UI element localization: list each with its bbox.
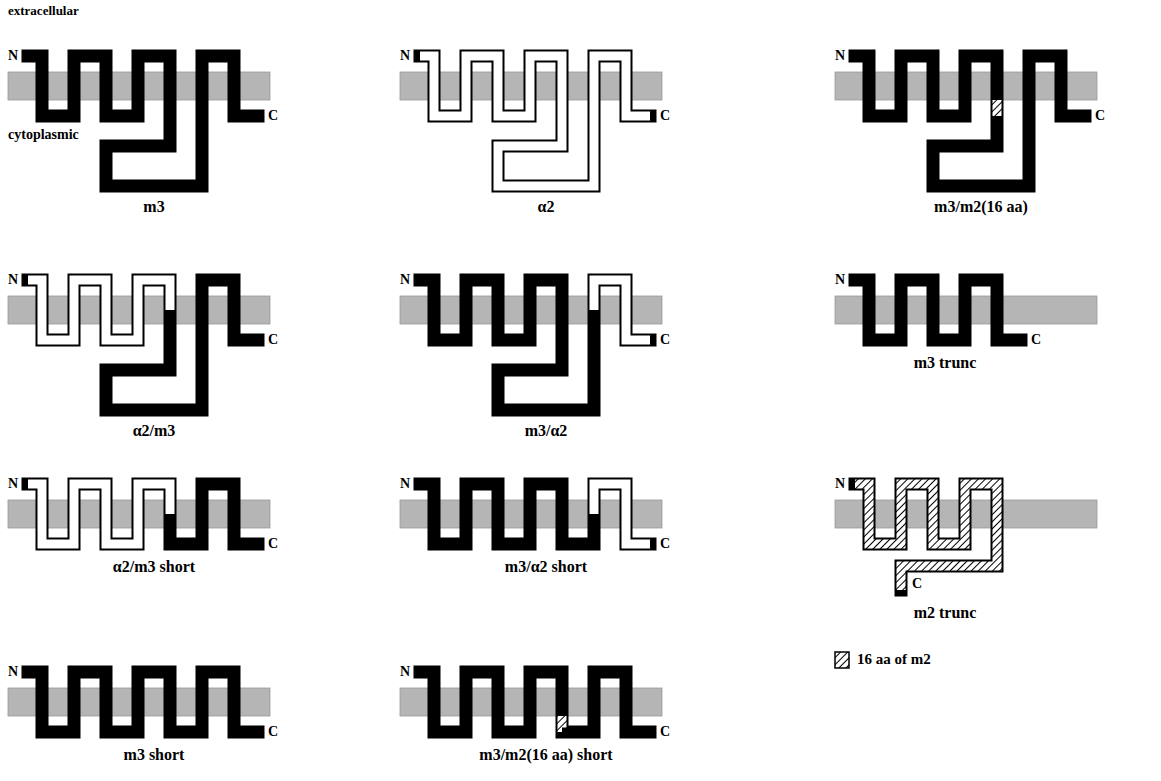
chain-segment: [28, 280, 170, 340]
terminus-label: N: [835, 476, 845, 492]
legend-swatch: [835, 652, 849, 668]
chain-outline: [420, 56, 650, 186]
chain-segment: [594, 484, 650, 544]
receptor-chain: [420, 280, 650, 410]
terminus-label: C: [268, 724, 278, 740]
chain-segment: [28, 484, 170, 544]
terminus-label: C: [660, 724, 670, 740]
construct-name: m2 trunc: [914, 604, 977, 622]
chain-segment: [420, 280, 594, 410]
terminus-label: N: [400, 48, 410, 64]
chain-outline: [855, 484, 997, 590]
compartment-label: extracellular: [8, 4, 79, 19]
construct-name: m3/α2 short: [505, 558, 587, 576]
compartment-label: cytoplasmic: [8, 127, 79, 143]
chain-outline: [28, 672, 258, 732]
receptor-chain: [28, 484, 258, 544]
construct-name: m3 trunc: [914, 354, 977, 372]
chain-segment: [562, 672, 650, 732]
chain-segment: [28, 56, 258, 186]
chain-segment: [993, 100, 1002, 116]
terminus-label: C: [660, 108, 670, 124]
receptor-chain: [28, 56, 258, 186]
construct-name: m3/m2(16 aa): [934, 198, 1028, 216]
chain-outline: [28, 280, 258, 410]
construct-name: m3/α2: [525, 422, 568, 440]
terminus-label: N: [835, 272, 845, 288]
terminus-label: C: [268, 108, 278, 124]
chain-segment: [855, 56, 997, 116]
terminus-label: N: [400, 476, 410, 492]
legend-text: 16 aa of m2: [857, 651, 931, 668]
terminus-label: N: [835, 48, 845, 64]
chain-outline: [420, 672, 650, 732]
receptor-chain: [855, 484, 997, 590]
receptor-chain: [420, 672, 650, 732]
terminus-label: N: [8, 48, 18, 64]
terminus-label: C: [912, 576, 922, 592]
chain-outline: [420, 280, 650, 410]
terminus-label: N: [8, 272, 18, 288]
chain-outline: [855, 56, 1085, 186]
chain-segment: [420, 56, 650, 186]
receptor-chain: [28, 280, 258, 410]
terminus-label: C: [660, 536, 670, 552]
terminus-label: C: [1031, 332, 1041, 348]
chain-outline: [420, 484, 650, 544]
chain-segment: [594, 280, 650, 340]
construct-name: m3: [143, 198, 164, 216]
chain-segment: [933, 56, 1085, 186]
chain-segment: [420, 672, 562, 732]
chain-segment: [855, 280, 1021, 340]
receptor-chain: [28, 672, 258, 732]
chain-segment: [28, 672, 258, 732]
receptor-chain: [855, 280, 1021, 340]
terminus-label: N: [400, 272, 410, 288]
chain-segment: [106, 280, 258, 410]
chain-outline: [28, 56, 258, 186]
chain-segment: [170, 484, 258, 544]
receptor-chain: [420, 484, 650, 544]
chain-segment: [420, 484, 594, 544]
terminus-label: N: [400, 664, 410, 680]
terminus-label: C: [268, 536, 278, 552]
chain-outline: [28, 484, 258, 544]
construct-name: α2/m3: [133, 422, 176, 440]
terminus-label: C: [660, 332, 670, 348]
chain-outline: [855, 280, 1021, 340]
chain-segment: [855, 484, 997, 590]
construct-name: m3/m2(16 aa) short: [479, 746, 612, 764]
construct-name: m3 short: [124, 746, 185, 764]
terminus-label: C: [268, 332, 278, 348]
receptor-chain: [420, 56, 650, 186]
terminus-label: C: [1095, 108, 1105, 124]
receptor-chain: [855, 56, 1085, 186]
terminus-label: N: [8, 664, 18, 680]
terminus-label: N: [8, 476, 18, 492]
construct-name: α2: [538, 198, 555, 216]
construct-name: α2/m3 short: [113, 558, 195, 576]
